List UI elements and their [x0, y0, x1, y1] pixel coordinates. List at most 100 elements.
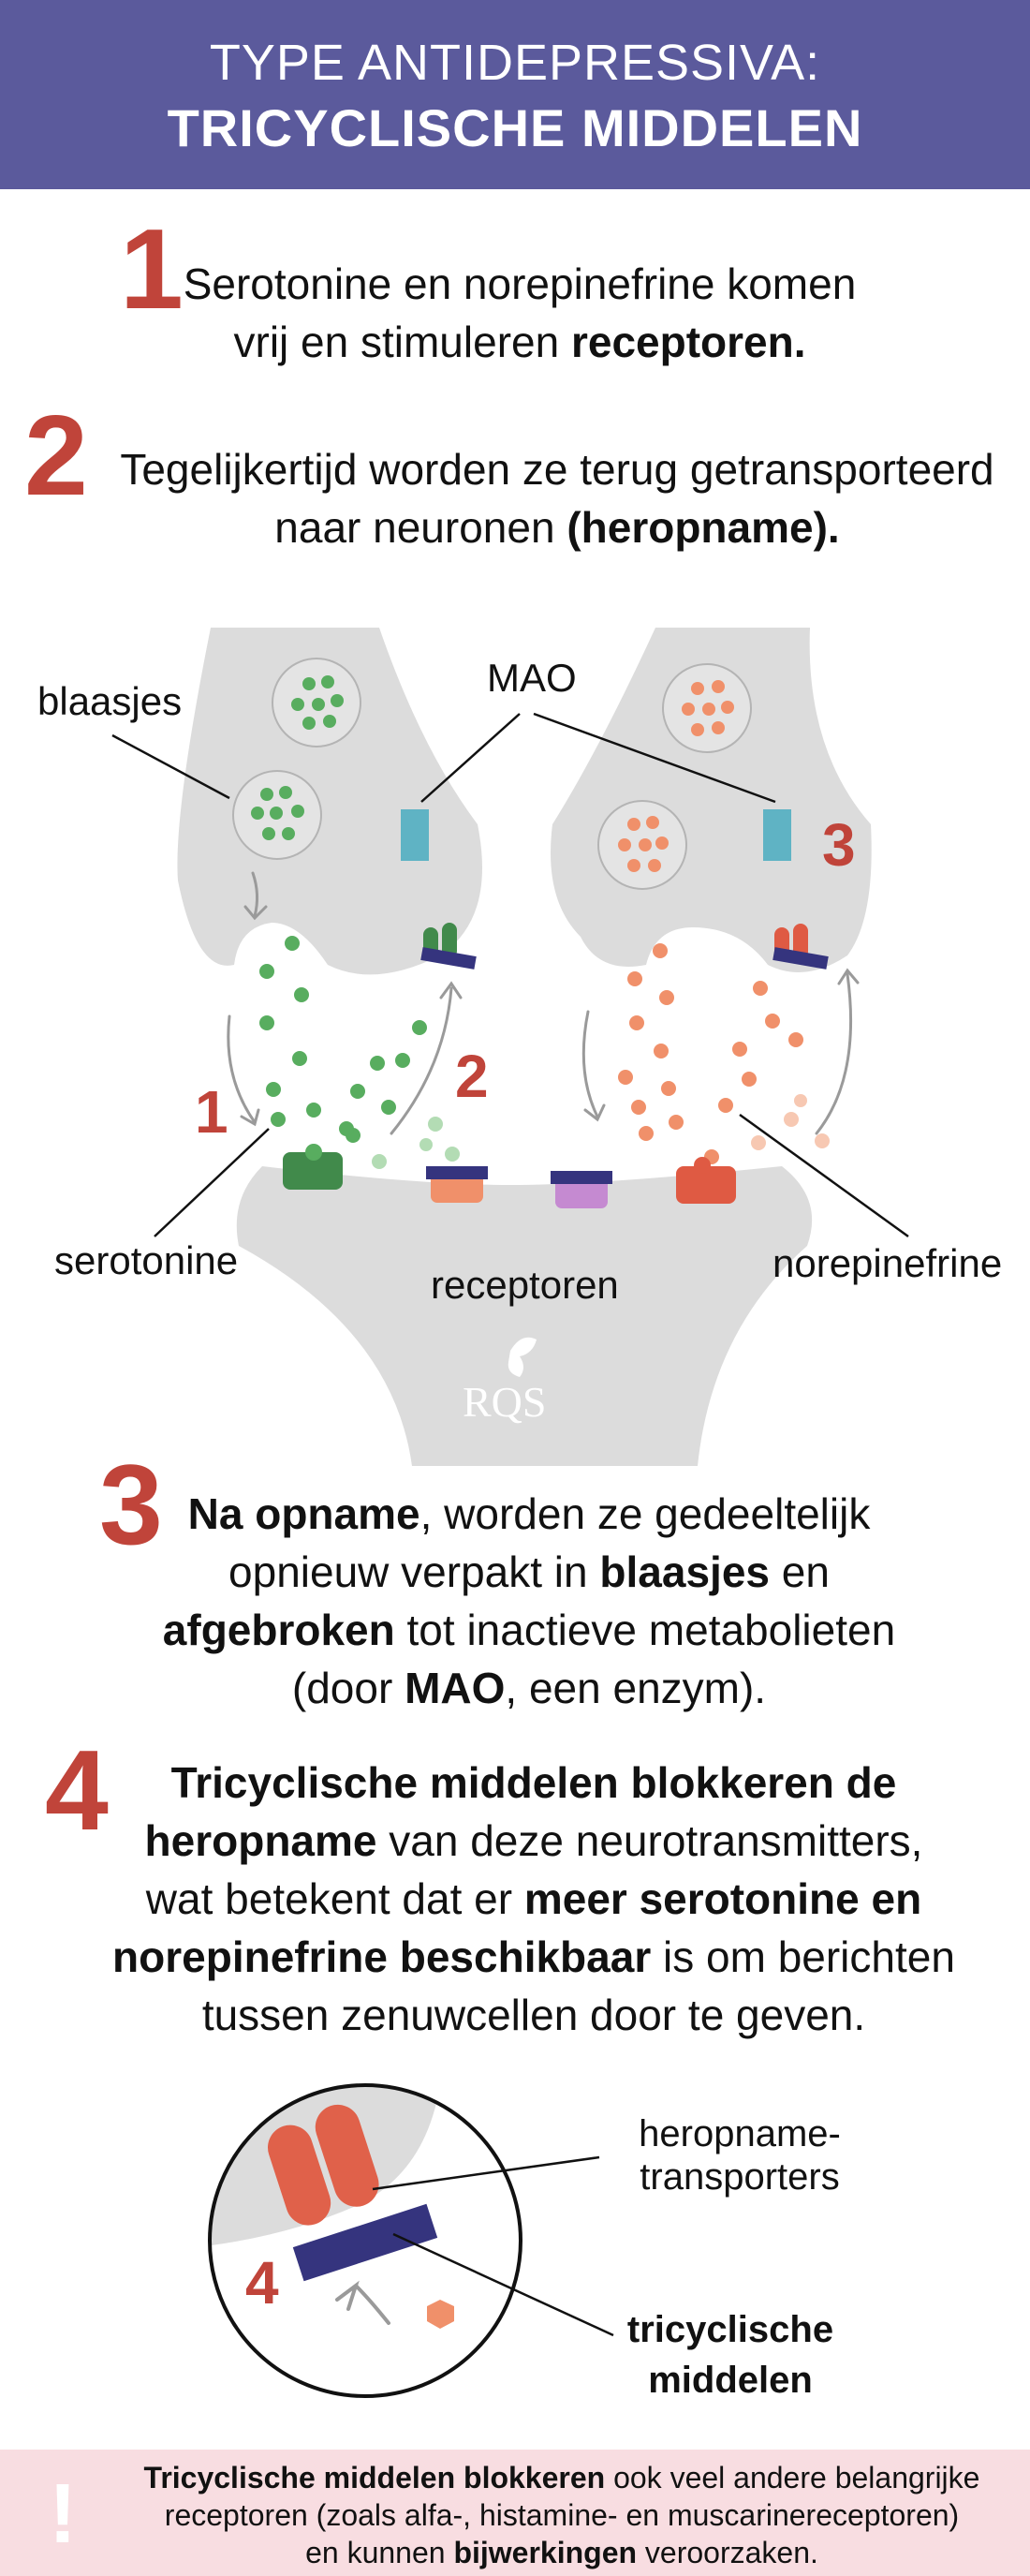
step-3-line-b: opnieuw verpakt in blaasjes en	[140, 1543, 918, 1601]
step-3-c: tot inactieve metabolieten	[394, 1606, 896, 1654]
warning-bold-3: bijwerkingen	[453, 2536, 638, 2569]
step-3-a: , worden ze gedeeltelijk	[419, 1489, 871, 1538]
receptor-purple	[551, 1171, 612, 1208]
warning-text-4: veroorzaken.	[637, 2536, 818, 2569]
label-norepinephrine: norepinefrine	[772, 1241, 1003, 1285]
warning-bold-1: Tricyclische middelen blokkeren	[143, 2461, 606, 2495]
exclamation-icon: !	[49, 2467, 77, 2561]
warning-text-3: en kunnen	[305, 2536, 454, 2569]
zoom-tricyclic-bar	[292, 2203, 438, 2282]
norepinephrine-molecules	[618, 943, 803, 1164]
warning-line-3: en kunnen bijwerkingen veroorzaken.	[131, 2534, 993, 2571]
presynaptic-neuron-left	[177, 628, 482, 975]
serotonin-molecules-faded	[372, 1117, 460, 1169]
zoom-marker-4: 4	[245, 2249, 279, 2317]
zoom-label-tricyclics: tricyclische middelen	[618, 2304, 843, 2406]
step-4-b-bold: heropname	[144, 1816, 377, 1865]
title-line-2: TRICYCLISCHE MIDDELEN	[167, 98, 863, 157]
step-2-text: Tegelijkertijd worden ze terug getranspo…	[103, 440, 1011, 556]
vesicles-callout	[111, 733, 230, 800]
step-4-c-bold: meer serotonine en	[523, 1874, 922, 1923]
zoom-blocked-arrow	[335, 2280, 390, 2325]
receptor-serotonin-bound	[283, 1152, 343, 1190]
transporter-norepinephrine	[772, 924, 829, 970]
step-3-number: 3	[99, 1441, 163, 1568]
mao-callout-right	[533, 712, 776, 804]
step-4-d: is om berichten	[651, 1932, 955, 1981]
zoom-label-transporters-2: transporters	[640, 2156, 840, 2198]
warning-text-1: ook veel andere belangrijke	[605, 2461, 980, 2495]
zoom-label-tricyclics-1: tricyclische	[626, 2309, 834, 2350]
vesicle-norepinephrine-1-contents	[682, 680, 734, 736]
postsynaptic-neuron	[236, 1166, 813, 1466]
step-4-text: Tricyclische middelen blokkeren de herop…	[84, 1754, 983, 2044]
step-3-line-a: Na opname, worden ze gedeeltelijk	[140, 1485, 918, 1543]
zoom-label-tricyclics-2: middelen	[648, 2360, 813, 2401]
rqs-logo-icon	[508, 1337, 537, 1377]
diagram-marker-1: 1	[195, 1078, 228, 1146]
flow-arrows	[227, 871, 860, 1135]
zoom-norepinephrine-molecule	[427, 2300, 454, 2329]
step-3-line-d: (door MAO, een enzym).	[140, 1659, 918, 1717]
step-1-line-b: vrij en stimuleren receptoren.	[159, 313, 880, 371]
receptor-orange	[426, 1166, 488, 1203]
warning-text: Tricyclische middelen blokkeren ook veel…	[131, 2459, 993, 2571]
step-4-line-d: norepinefrine beschikbaar is om berichte…	[84, 1928, 983, 1986]
step-3-line-c: afgebroken tot inactieve metabolieten	[140, 1601, 918, 1659]
step-2-line-b: naar neuronen (heropname).	[103, 498, 1011, 556]
mao-enzyme-left	[401, 809, 429, 861]
mao-callout-left	[420, 713, 521, 803]
step-1-line-a: Serotonine en norepinefrine komen	[183, 259, 857, 308]
step-1-b: vrij en stimuleren	[233, 318, 571, 366]
step-4-number: 4	[45, 1726, 109, 1854]
vesicle-serotonin-1-contents	[291, 675, 344, 730]
serotonin-callout	[154, 1128, 270, 1237]
step-3-text: Na opname, worden ze gedeeltelijk opnieu…	[140, 1485, 918, 1717]
step-2-number: 2	[24, 392, 88, 519]
title-banner: TYPE ANTIDEPRESSIVA: TRICYCLISCHE MIDDEL…	[0, 0, 1030, 189]
synapse-diagram	[111, 628, 909, 1466]
step-4-line-b: heropname van deze neurotransmitters,	[84, 1812, 983, 1870]
transporters-callout	[372, 2155, 600, 2191]
mao-enzyme-right	[763, 809, 791, 861]
step-2-line-a: Tegelijkertijd worden ze terug getranspo…	[120, 445, 994, 494]
step-3-d-bold: MAO	[405, 1664, 506, 1712]
tricyclic-callout	[392, 2232, 614, 2337]
label-receptors: receptoren	[431, 1263, 619, 1307]
step-4-b: van deze neurotransmitters,	[376, 1816, 923, 1865]
step-3-d: (door	[291, 1664, 405, 1712]
step-3-a-bold: Na opname	[187, 1489, 420, 1538]
step-3-c-bold: afgebroken	[162, 1606, 395, 1654]
step-1-text: Serotonine en norepinefrine komen vrij e…	[159, 255, 880, 371]
step-4-c: wat betekent dat er	[145, 1874, 524, 1923]
norepinephrine-molecules-faded	[751, 1094, 830, 1150]
diagram-marker-3: 3	[822, 811, 856, 879]
zoom-neuron-section	[210, 2085, 440, 2248]
warning-line-1: Tricyclische middelen blokkeren ook veel…	[131, 2459, 993, 2496]
step-3-b-bold: blaasjes	[599, 1547, 770, 1596]
zoom-label-transporters: heropname- transporters	[637, 2112, 843, 2198]
step-1-number: 1	[120, 205, 184, 333]
vesicle-norepinephrine-2-contents	[618, 816, 669, 872]
step-4-line-a: Tricyclische middelen blokkeren de	[84, 1754, 983, 1812]
vesicle-serotonin-2-contents	[251, 786, 304, 840]
step-3-b: opnieuw verpakt in	[228, 1547, 600, 1596]
step-3-b2: en	[769, 1547, 830, 1596]
step-3-d2: , een enzym).	[505, 1664, 767, 1712]
transporter-serotonin	[420, 923, 477, 970]
step-4-line-e: tussen zenuwcellen door te geven.	[201, 1991, 866, 2039]
norepinephrine-callout	[739, 1113, 909, 1238]
label-vesicles: blaasjes	[37, 679, 183, 723]
label-mao: MAO	[487, 656, 577, 700]
receptor-norepinephrine-bound	[676, 1166, 736, 1204]
zoom-circle	[208, 2083, 522, 2398]
serotonin-molecules	[259, 936, 427, 1143]
warning-line-2: receptoren (zoals alfa-, histamine- en m…	[164, 2498, 960, 2532]
label-serotonin: serotonine	[54, 1238, 239, 1282]
step-4-a-bold: Tricyclische middelen blokkeren de	[170, 1758, 897, 1807]
rqs-logo: RQS	[463, 1378, 547, 1426]
step-4-line-c: wat betekent dat er meer serotonine en	[84, 1870, 983, 1928]
step-2-b-bold: (heropname).	[566, 503, 840, 552]
zoom-label-transporters-1: heropname-	[639, 2113, 841, 2154]
step-4-d-bold: norepinefrine beschikbaar	[112, 1932, 652, 1981]
